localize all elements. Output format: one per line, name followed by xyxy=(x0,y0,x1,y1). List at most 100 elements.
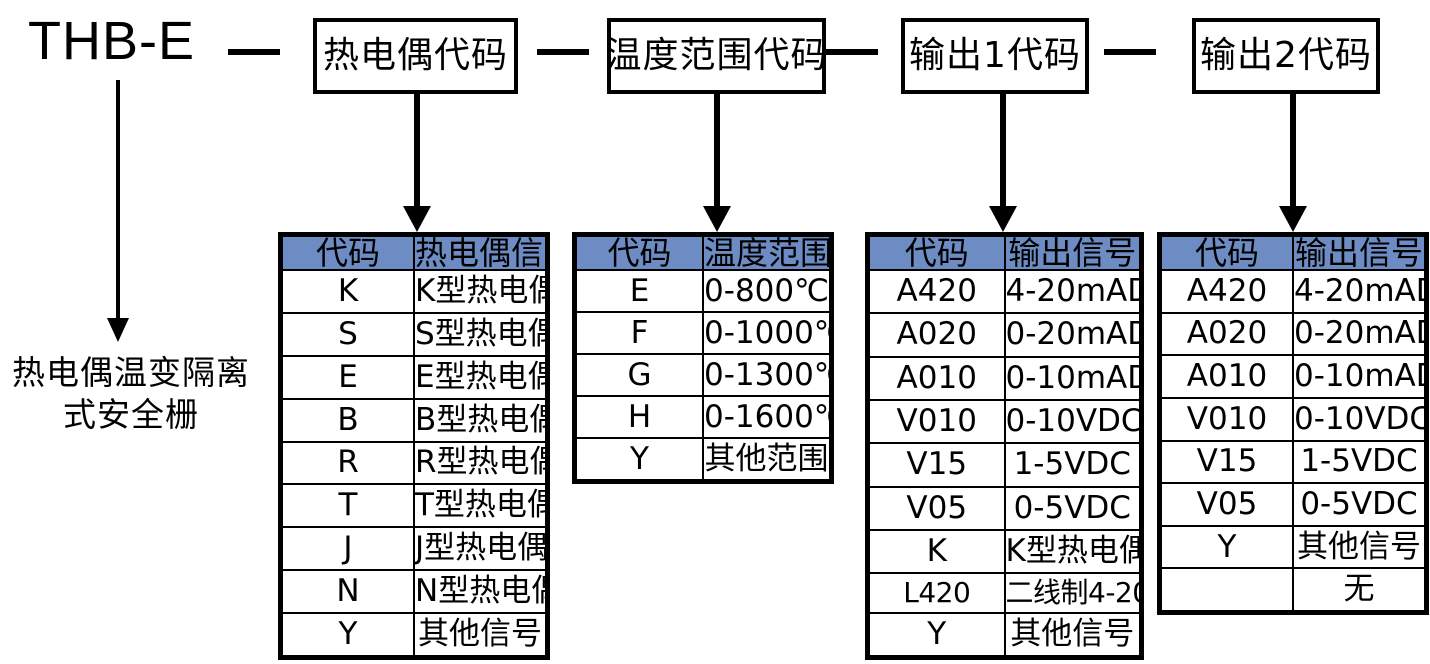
cell-code: Y xyxy=(1160,524,1294,570)
segment-box-output2-code[interactable]: 输出2代码 xyxy=(1192,18,1380,94)
cell-code: B xyxy=(281,397,415,443)
cell-value: 其他信号 xyxy=(1292,524,1426,570)
cell-code: K xyxy=(868,528,1006,575)
table-header-row: 代码 温度范围 xyxy=(575,235,831,271)
segment-box-label: 输出1代码 xyxy=(909,35,1081,76)
cell-value: 0-5VDC xyxy=(1003,485,1141,531)
cell-value: 其他信号 xyxy=(413,612,547,657)
cell-code: H xyxy=(575,395,704,439)
cell-value: 0-1600℃ xyxy=(702,395,831,439)
column-header-code: 代码 xyxy=(868,235,1006,271)
column-header-code: 代码 xyxy=(281,235,415,271)
cell-value: 0-10mADC xyxy=(1003,355,1141,401)
cell-code: V15 xyxy=(1160,439,1294,485)
cell-value: 0-800℃ xyxy=(702,269,831,313)
cell-value: 0-10VDC xyxy=(1292,396,1426,442)
cell-value: 0-20mADC xyxy=(1003,312,1141,358)
cell-code: R xyxy=(281,440,415,486)
product-description: 热电偶温变隔离式安全栅 xyxy=(12,353,250,435)
arrow-to-thermocouple-table xyxy=(402,94,432,232)
cell-code: E xyxy=(575,269,704,313)
separator-dash-4 xyxy=(1104,49,1156,55)
cell-code: A420 xyxy=(1160,269,1294,314)
segment-box-label: 输出2代码 xyxy=(1200,35,1372,76)
arrow-to-product-description xyxy=(105,80,131,342)
cell-code: F xyxy=(575,311,704,355)
arrow-to-output2-table xyxy=(1278,94,1308,232)
cell-value: S型热电偶 xyxy=(413,311,547,357)
cell-value: 0-10mADC xyxy=(1292,354,1426,399)
cell-code: A010 xyxy=(1160,354,1294,399)
segment-box-temperature-range-code[interactable]: 温度范围代码 xyxy=(606,18,827,94)
cell-value: 0-20mADC xyxy=(1292,311,1426,357)
cell-value: E型热电偶 xyxy=(413,354,547,400)
cell-code: V05 xyxy=(868,485,1006,531)
cell-value: 0-1300℃ xyxy=(702,353,831,397)
table-header-row: 代码 输出信号 xyxy=(1160,235,1426,271)
cell-code xyxy=(1160,567,1294,612)
cell-code: L420 xyxy=(868,572,1006,614)
cell-code: V05 xyxy=(1160,482,1294,527)
temperature-range-code-table: 代码 温度范围 E0-800℃ F0-1000℃ G0-1300℃ H0-160… xyxy=(572,232,834,484)
separator-dash-2 xyxy=(537,49,589,55)
cell-code: G xyxy=(575,353,704,397)
table-row: NN型热电偶 xyxy=(281,569,547,614)
segment-box-output1-code[interactable]: 输出1代码 xyxy=(901,18,1089,94)
cell-value: 0-1000℃ xyxy=(702,311,831,355)
cell-code: A010 xyxy=(868,355,1006,401)
arrow-to-output1-table xyxy=(988,94,1018,232)
cell-value: N型热电偶 xyxy=(413,569,547,614)
cell-value: 1-5VDC xyxy=(1003,442,1141,488)
cell-code: V010 xyxy=(868,398,1006,445)
cell-value: J型热电偶 xyxy=(413,526,547,572)
cell-value: 无 xyxy=(1292,567,1426,612)
cell-value: B型热电偶 xyxy=(413,397,547,443)
column-header-signal: 输出信号 xyxy=(1003,235,1141,271)
table-header-row: 代码 输出信号 xyxy=(868,235,1141,271)
cell-code: S xyxy=(281,311,415,357)
model-code-prefix: THB-E xyxy=(28,11,195,71)
cell-code: A020 xyxy=(1160,311,1294,357)
cell-code: A420 xyxy=(868,268,1006,315)
cell-value: T型热电偶 xyxy=(413,483,547,529)
table-row: 无 xyxy=(1160,567,1426,612)
column-header-code: 代码 xyxy=(1160,235,1294,271)
cell-code: V15 xyxy=(868,442,1006,488)
cell-code: Y xyxy=(575,437,704,481)
table-row: G0-1300℃ xyxy=(575,353,831,397)
column-header-range: 温度范围 xyxy=(702,235,831,271)
cell-value: 4-20mADC xyxy=(1003,268,1141,315)
cell-code: J xyxy=(281,526,415,572)
cell-value: 其他信号 xyxy=(1003,611,1141,658)
cell-value: 0-10VDC xyxy=(1003,398,1141,445)
column-header-signal: 热电偶信号 xyxy=(413,235,547,271)
segment-box-thermocouple-code[interactable]: 热电偶代码 xyxy=(313,18,518,94)
cell-value: 4-20mADC xyxy=(1292,269,1426,314)
table-row: F0-1000℃ xyxy=(575,311,831,355)
arrow-to-temperature-range-table xyxy=(702,94,732,232)
segment-box-label: 热电偶代码 xyxy=(322,35,508,76)
cell-value: 二线制4-20mA xyxy=(1003,572,1141,614)
